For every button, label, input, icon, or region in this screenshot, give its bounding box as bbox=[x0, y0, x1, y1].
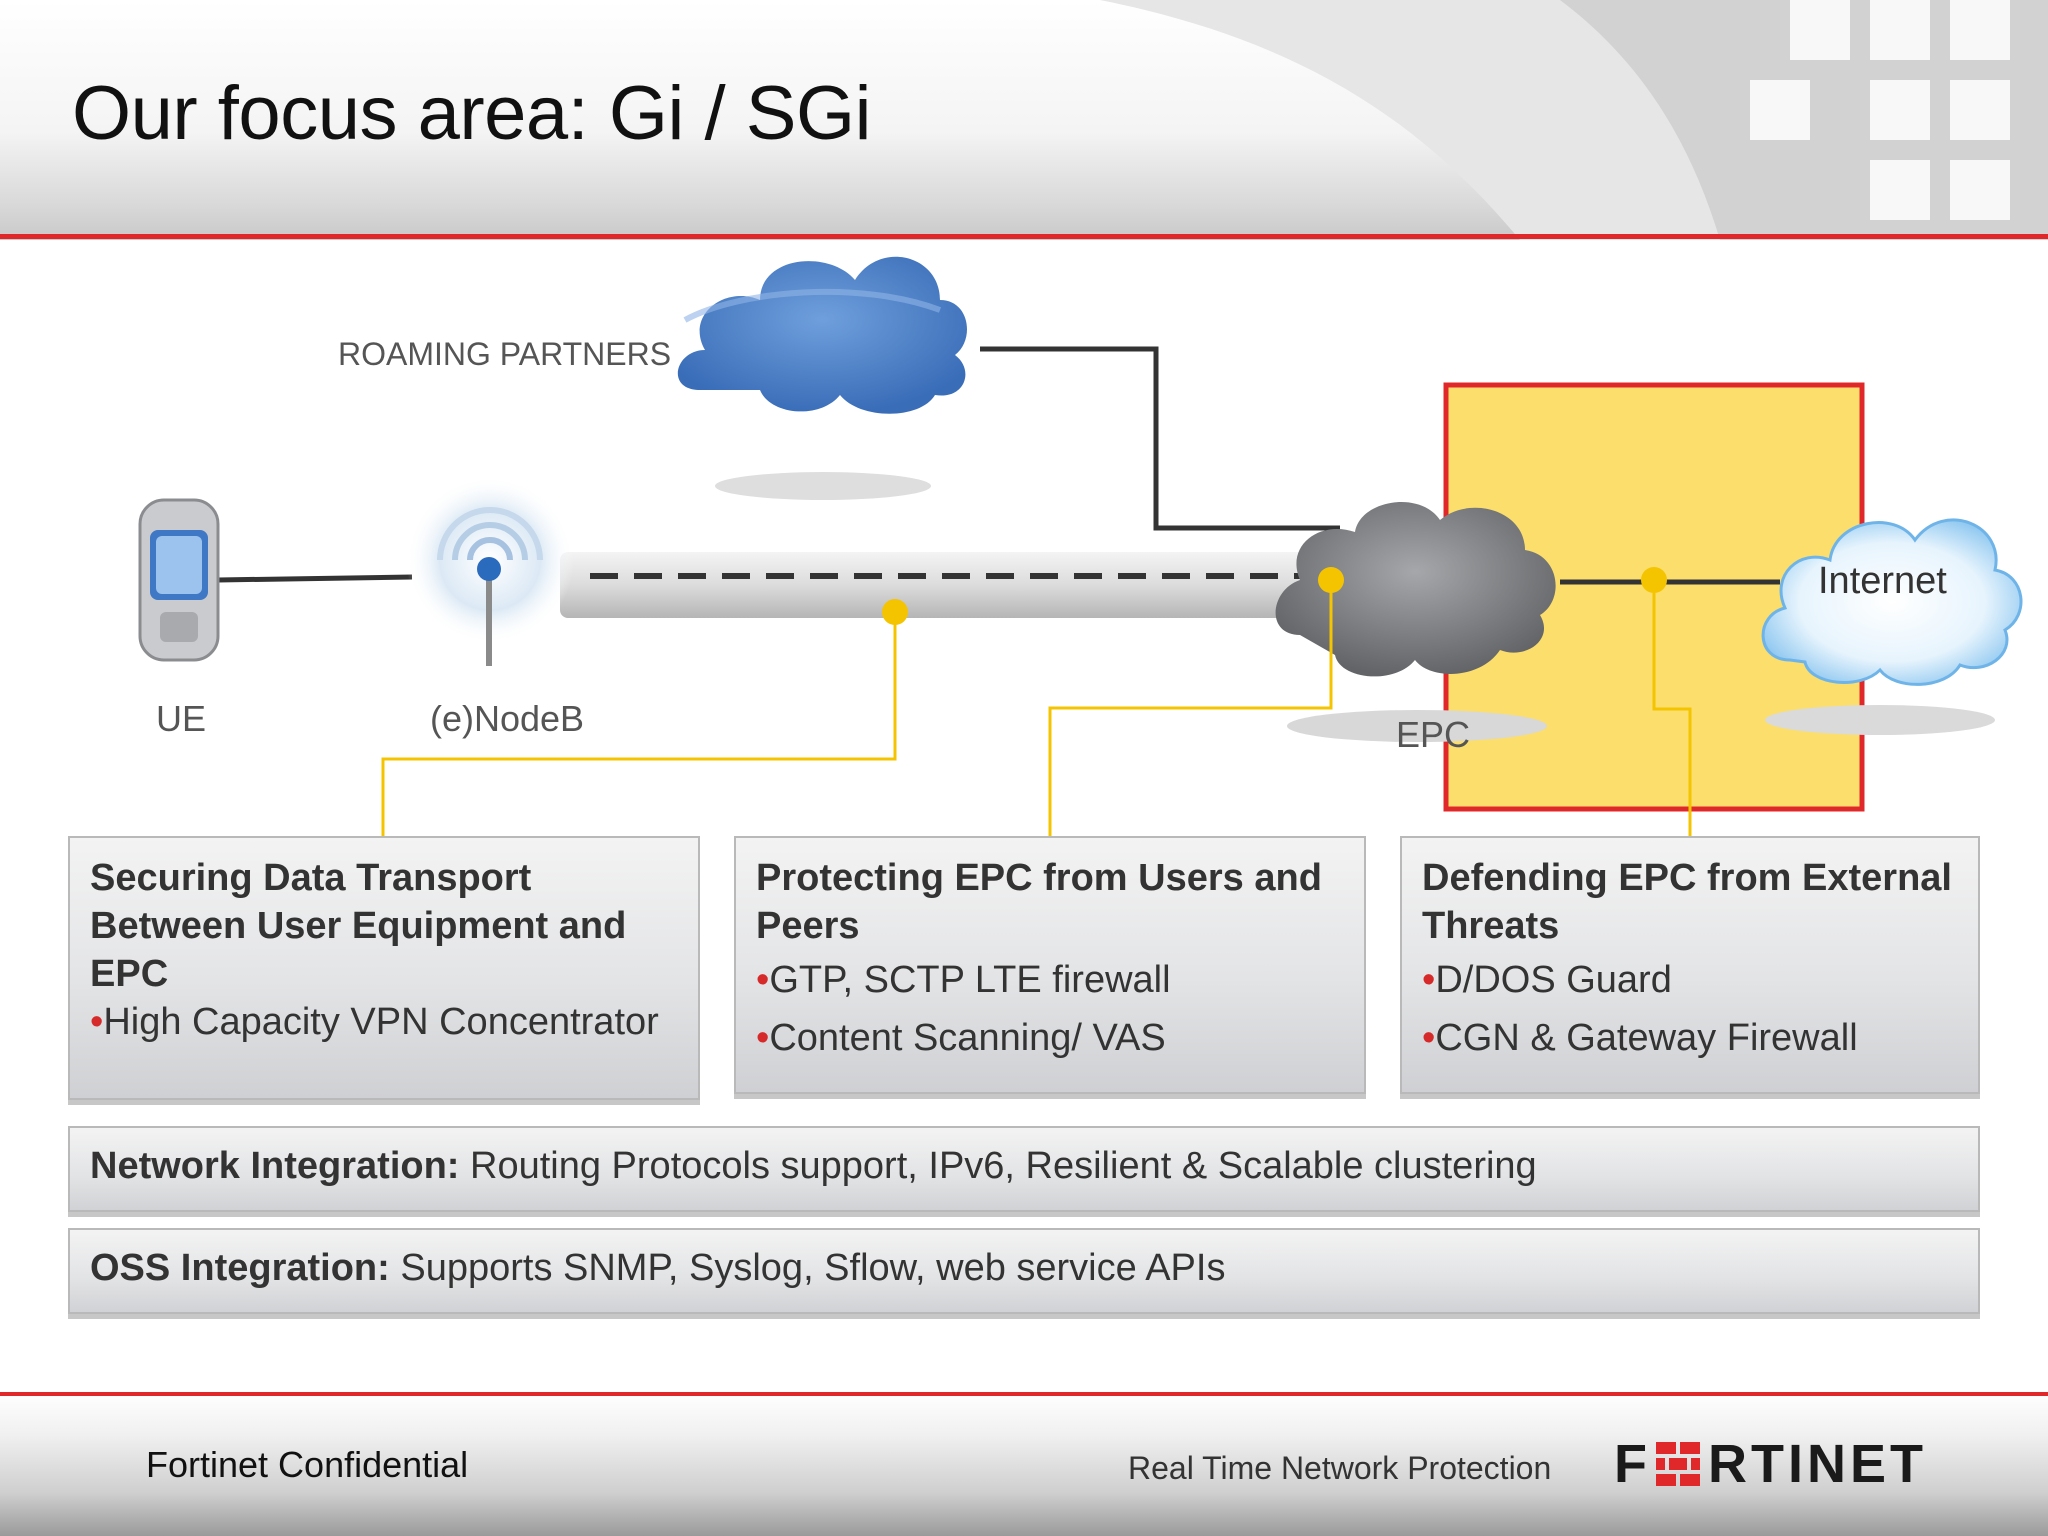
slide-header: Our focus area: Gi / SGi bbox=[0, 0, 2048, 240]
transport-pipe bbox=[560, 552, 1320, 618]
network-integration-bar: Network Integration: Routing Protocols s… bbox=[68, 1126, 1980, 1212]
epc-cloud-shadow bbox=[1287, 710, 1547, 742]
footer-confidential: Fortinet Confidential bbox=[146, 1444, 469, 1485]
internet-label: Internet bbox=[1818, 560, 1947, 602]
slide-footer bbox=[0, 1392, 2048, 1536]
internet-cloud-shadow bbox=[1765, 705, 1995, 735]
bar-label: Network Integration: bbox=[90, 1145, 460, 1187]
box-bullet: •D/DOS Guard bbox=[1422, 959, 1672, 1001]
bar-text: Routing Protocols support, IPv6, Resilie… bbox=[459, 1145, 1537, 1187]
ue-phone-icon bbox=[138, 498, 220, 662]
box-bullet: •Content Scanning/ VAS bbox=[756, 1017, 1166, 1059]
box-title: Securing Data Transport Between User Equ… bbox=[90, 857, 627, 995]
connector-node-gi bbox=[1641, 567, 1667, 593]
svg-text:RTINET: RTINET bbox=[1708, 1434, 1927, 1494]
info-box-transport: Securing Data Transport Between User Equ… bbox=[68, 836, 700, 1100]
roaming-partners-label: ROAMING PARTNERS bbox=[338, 336, 672, 372]
info-box-epc-users: Protecting EPC from Users and Peers •GTP… bbox=[734, 836, 1366, 1094]
box-title: Defending EPC from External Threats bbox=[1422, 857, 1952, 947]
network-diagram bbox=[138, 256, 2023, 836]
fortinet-logo-icon: F RTINET bbox=[1614, 1434, 1927, 1494]
connector-node-transport bbox=[882, 599, 908, 625]
page-title: Our focus area: Gi / SGi bbox=[72, 71, 871, 156]
roaming-link bbox=[980, 346, 1340, 531]
box-title: Protecting EPC from Users and Peers bbox=[756, 857, 1322, 947]
ue-label: UE bbox=[156, 698, 207, 739]
info-box-external-threats: Defending EPC from External Threats •D/D… bbox=[1400, 836, 1980, 1094]
box-bullet: •CGN & Gateway Firewall bbox=[1422, 1017, 1858, 1059]
ue-enodeb-link bbox=[217, 574, 413, 583]
footer-red-rule bbox=[0, 1392, 2048, 1396]
roaming-cloud-shadow bbox=[715, 472, 931, 500]
enodeb-label: (e)NodeB bbox=[430, 698, 585, 739]
enodeb-antenna-icon bbox=[406, 476, 574, 666]
header-swoosh-graphic bbox=[1100, 0, 2048, 240]
yellow-connectors bbox=[381, 580, 1692, 836]
box-bullet: •GTP, SCTP LTE firewall bbox=[756, 959, 1171, 1001]
bar-text: Supports SNMP, Syslog, Sflow, web servic… bbox=[389, 1247, 1226, 1289]
connector-node-epc bbox=[1318, 567, 1344, 593]
bar-label: OSS Integration: bbox=[90, 1247, 390, 1289]
epc-cloud bbox=[1275, 502, 1556, 677]
svg-text:F: F bbox=[1614, 1434, 1651, 1494]
box-bullet: •High Capacity VPN Concentrator bbox=[90, 1001, 659, 1043]
roaming-partners-cloud bbox=[677, 256, 967, 414]
footer-tagline: Real Time Network Protection bbox=[1128, 1450, 1552, 1486]
epc-label: EPC bbox=[1396, 714, 1471, 755]
header-red-rule bbox=[0, 234, 2048, 239]
oss-integration-bar: OSS Integration: Supports SNMP, Syslog, … bbox=[68, 1228, 1980, 1314]
internet-cloud bbox=[1761, 518, 2023, 686]
